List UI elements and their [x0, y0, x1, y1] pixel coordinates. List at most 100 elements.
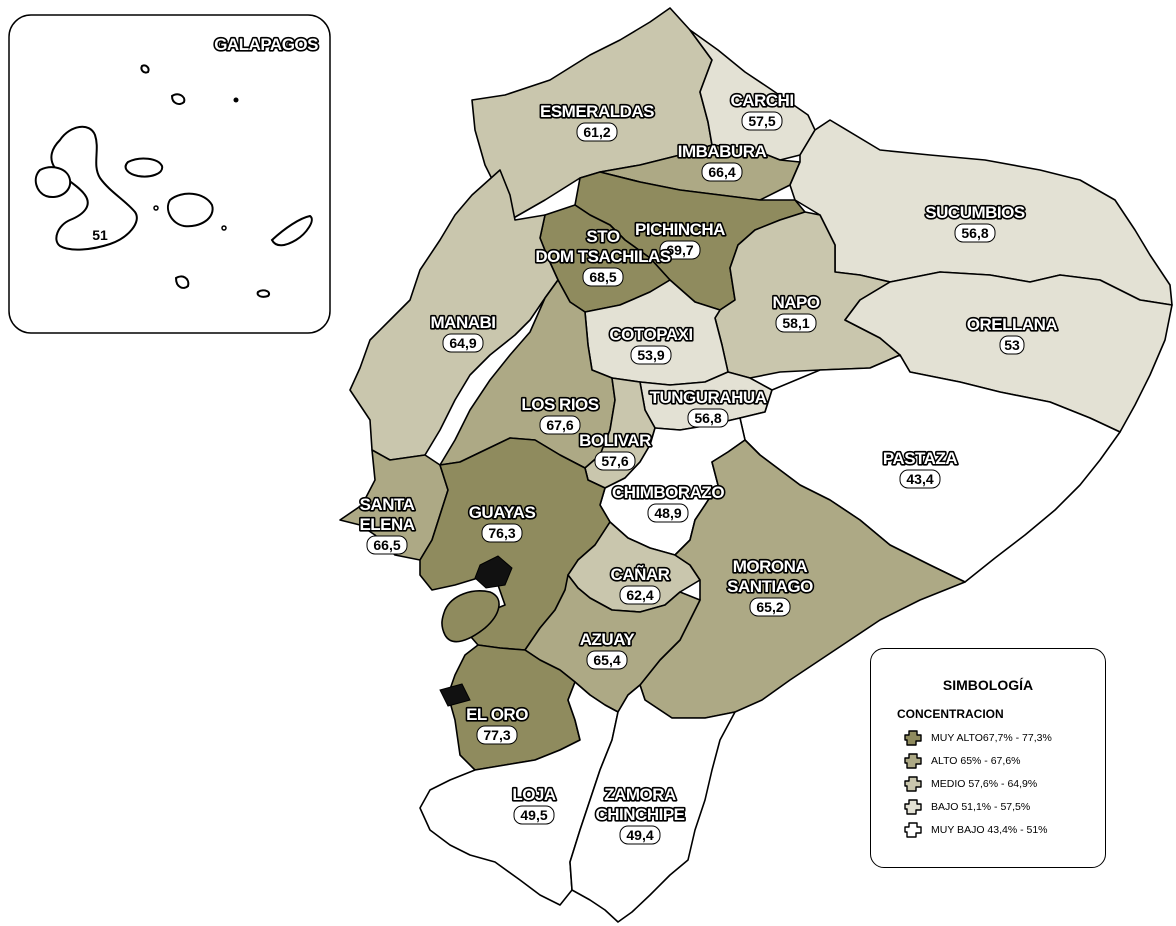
label-bolivar: BOLIVAR [579, 431, 651, 450]
label-sto-domingo-line2: DOM TSACHILAS [535, 247, 670, 266]
legend-item-bajo: BAJO 51,1% - 57,5% [903, 798, 1030, 816]
value-carchi: 57,5 [748, 113, 775, 129]
value-chimborazo: 48,9 [654, 505, 681, 521]
label-manabi: MANABI [431, 313, 496, 332]
label-esmeraldas: ESMERALDAS [540, 102, 654, 121]
province-labels: ESMERALDAS61,2CARCHI57,5IMBABURA66,4SUCU… [358, 89, 1060, 845]
galapagos-inset: GALAPAGOS 51 [8, 14, 331, 334]
label-santa-elena-line2: ELENA [359, 515, 414, 534]
value-santa-elena: 66,5 [373, 537, 400, 553]
legend-swatch-icon [904, 776, 922, 792]
jambeli-islands [439, 683, 471, 707]
label-tungurahua: TUNGURAHUA [650, 388, 767, 407]
value-bolivar: 57,6 [601, 453, 628, 469]
value-badge-esmeraldas [576, 122, 618, 142]
value-badge-santa-elena [366, 535, 408, 555]
isla-puna[interactable] [441, 590, 500, 643]
value-badge-orellana [999, 335, 1025, 355]
isla-santa-fe [221, 225, 227, 231]
value-badge-el-oro [476, 725, 518, 745]
label-pichincha: PICHINCHA [635, 220, 725, 239]
value-badge-imbabura [701, 162, 743, 182]
value-badge-cotopaxi [630, 345, 672, 365]
value-manabi: 64,9 [449, 335, 476, 351]
value-badge-chimborazo [647, 503, 689, 523]
value-tungurahua: 56,8 [694, 410, 721, 426]
value-cotopaxi: 53,9 [637, 347, 664, 363]
legend-label: MUY ALTO67,7% - 77,3% [931, 732, 1052, 744]
province-carchi[interactable] [689, 29, 816, 161]
label-imbabura: IMBABURA [678, 142, 767, 161]
label-chimborazo: CHIMBORAZO [612, 483, 724, 502]
value-badge-los-rios [539, 415, 581, 435]
label-sucumbios: SUCUMBIOS [925, 203, 1025, 222]
value-badge-bolivar [594, 451, 636, 471]
value-badge-loja [513, 805, 555, 825]
legend-label: MEDIO 57,6% - 64,9% [931, 778, 1038, 790]
value-badge-sto-domingo [582, 267, 624, 287]
galapagos-title: GALAPAGOS [214, 35, 318, 54]
label-morona-line2: SANTIAGO [727, 577, 813, 596]
value-badge-manabi [442, 333, 484, 353]
value-badge-pastaza [899, 469, 941, 489]
isla-santa-cruz [166, 192, 214, 228]
legend-label: BAJO 51,1% - 57,5% [931, 801, 1031, 813]
value-canar: 62,4 [626, 587, 653, 603]
label-zamora-line1: ZAMORA [604, 785, 676, 804]
label-canar: CAÑAR [611, 564, 670, 584]
label-morona-line1: MORONA [733, 557, 808, 576]
isla-santiago [124, 157, 164, 178]
isla-pinzon [153, 205, 159, 211]
value-badge-zamora [619, 825, 661, 845]
label-azuay: AZUAY [580, 630, 636, 649]
value-badge-tungurahua [687, 408, 729, 428]
legend-item-alto: ALTO 65% - 67,6% [903, 752, 1021, 770]
isla-genovesa [233, 97, 239, 103]
value-guayas: 76,3 [488, 525, 515, 541]
legend-title: SIMBOLOGÍA [942, 677, 1034, 693]
value-napo: 58,1 [782, 315, 809, 331]
label-el-oro: EL ORO [466, 705, 528, 724]
isla-fernandina [34, 166, 72, 198]
legend-swatch-icon [904, 730, 922, 746]
province-zamora[interactable] [569, 684, 736, 923]
label-carchi: CARCHI [730, 91, 793, 110]
province-morona[interactable] [639, 439, 966, 719]
legend-swatch-icon [904, 799, 922, 815]
value-orellana: 53 [1004, 337, 1020, 353]
value-esmeraldas: 61,2 [583, 124, 610, 140]
golfo-islands [474, 555, 513, 589]
value-azuay: 65,4 [593, 652, 620, 668]
label-orellana: ORELLANA [967, 315, 1058, 334]
legend-label: MUY BAJO 43,4% - 51% [931, 824, 1048, 836]
isla-espanola [256, 289, 270, 298]
isla-san-cristobal [270, 214, 313, 247]
province-manabi[interactable] [349, 169, 559, 461]
value-badge-sucumbios [954, 223, 996, 243]
legend-item-medio: MEDIO 57,6% - 64,9% [903, 775, 1037, 793]
value-badge-pichincha [659, 240, 701, 260]
label-napo: NAPO [772, 293, 819, 312]
legend-label: ALTO 65% - 67,6% [931, 755, 1021, 767]
value-badge-guayas [481, 523, 523, 543]
value-loja: 49,5 [520, 807, 547, 823]
label-pastaza: PASTAZA [883, 449, 957, 468]
province-loja[interactable] [419, 681, 619, 906]
value-badge-canar [619, 585, 661, 605]
value-badge-napo [775, 313, 817, 333]
value-badge-carchi [741, 111, 783, 131]
value-sto-domingo: 68,5 [589, 269, 616, 285]
value-sucumbios: 56,8 [961, 225, 988, 241]
isla-pinta [140, 64, 150, 74]
isla-marchena [170, 93, 186, 105]
label-sto-domingo-line1: STO [586, 227, 619, 246]
legend-item-muy-bajo: MUY BAJO 43,4% - 51% [903, 821, 1048, 839]
value-badge-azuay [586, 650, 628, 670]
value-el-oro: 77,3 [483, 727, 510, 743]
legend-subtitle: CONCENTRACION [897, 707, 1004, 721]
label-cotopaxi: COTOPAXI [609, 325, 692, 344]
legend-item-muy-alto: MUY ALTO67,7% - 77,3% [903, 729, 1052, 747]
label-santa-elena-line1: SANTA [360, 495, 415, 514]
value-morona: 65,2 [756, 599, 783, 615]
